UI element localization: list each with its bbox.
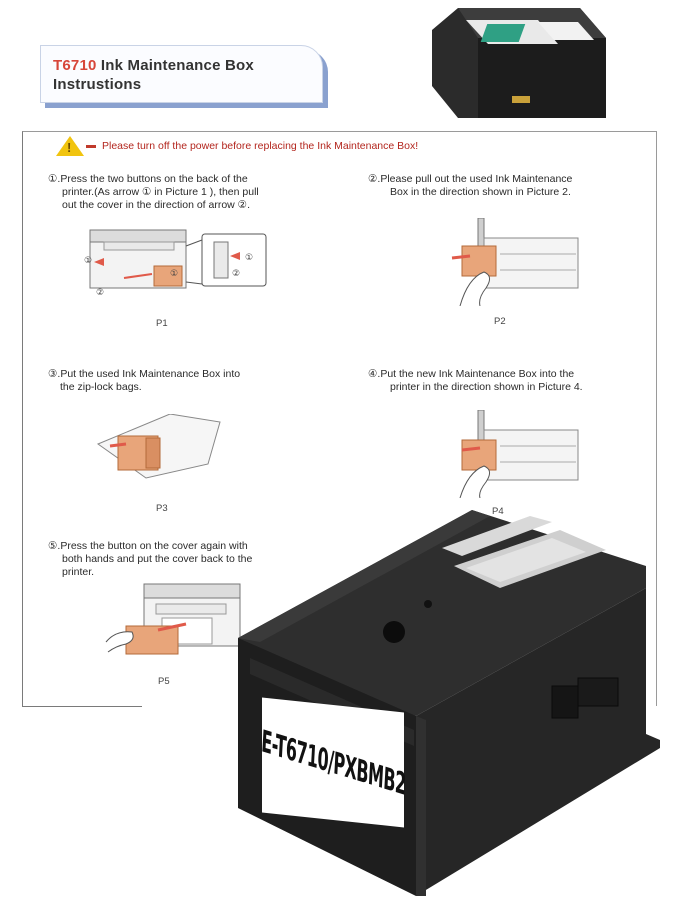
p1-marker-3: ① [245,252,254,262]
title-line-2: Instrustions [53,76,142,93]
step-5-line-1: ⑤.Press the button on the cover again wi… [48,540,248,552]
step-3-line-2: the zip-lock bags. [60,381,142,393]
title-line-1: T6710 Ink Maintenance Box [53,56,322,75]
p1-marker-4: ① [170,268,179,278]
p4-illustration [459,410,579,498]
title-box: T6710 Ink Maintenance Box Instrustions [40,45,323,103]
step-1-line-1: ①.Press the two buttons on the back of t… [48,173,248,185]
frame-bottom-edge [22,706,142,707]
step-2-line-1: ②.Please pull out the used Ink Maintenan… [368,173,573,185]
step-1-text: ①.Press the two buttons on the back of t… [48,173,259,212]
warning-triangle-icon: ! [56,136,84,156]
step-1-line-3: out the cover in the direction of arrow … [62,199,251,211]
p4-caption: P4 [492,506,504,517]
p1-marker-1: ① [84,255,93,265]
p2-illustration [451,218,579,306]
p5-illustration [105,583,241,655]
p1-marker-2: ② [96,287,105,297]
step-3-text: ③.Put the used Ink Maintenance Box into … [48,368,240,394]
p2-caption: P2 [494,316,506,327]
p3-illustration [96,414,221,479]
p1-caption: P1 [156,318,168,329]
product-label: E-T6710/PXBMB2 [259,697,407,828]
warning-arrow [86,144,96,148]
warning-text: Please turn off the power before replaci… [102,140,419,152]
p1-illustration [89,229,267,289]
step-2-text: ②.Please pull out the used Ink Maintenan… [368,173,572,199]
step-4-line-2: printer in the direction shown in Pictur… [390,381,583,393]
p5-caption: P5 [158,676,170,687]
step-2-line-2: Box in the direction shown in Picture 2. [390,186,571,198]
step-5-text: ⑤.Press the button on the cover again wi… [48,540,252,579]
instruction-frame [22,131,657,706]
title-rest: Ink Maintenance Box [96,57,254,74]
step-5-line-3: printer. [62,566,95,578]
product-label-text: E-T6710/PXBMB2 [259,722,407,803]
step-3-line-1: ③.Put the used Ink Maintenance Box into [48,368,241,380]
p1-marker-5: ② [232,268,241,278]
top-product-photo [432,8,606,118]
step-4-line-1: ④.Put the new Ink Maintenance Box into t… [368,368,575,380]
step-5-line-2: both hands and put the cover back to the [62,553,253,565]
step-1-line-2: printer.(As arrow ① in Picture 1 ), then… [62,186,259,198]
step-4-text: ④.Put the new Ink Maintenance Box into t… [368,368,583,394]
title-model: T6710 [53,57,97,74]
warning-row: ! Please turn off the power before repla… [56,136,418,156]
p3-caption: P3 [156,503,168,514]
